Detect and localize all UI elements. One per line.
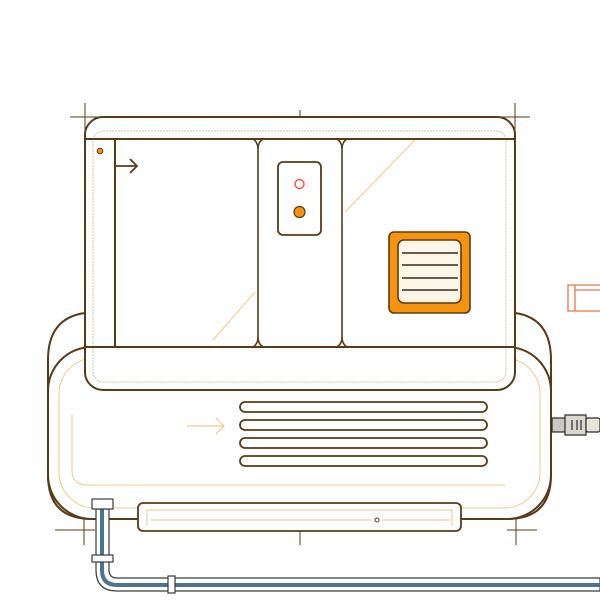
vent-slot bbox=[239, 455, 488, 467]
vent-slot bbox=[239, 437, 488, 449]
construction-guides bbox=[55, 103, 537, 545]
glare-line-right bbox=[344, 139, 416, 213]
pipe-joint bbox=[167, 575, 176, 594]
panel-divider-left bbox=[252, 138, 264, 348]
connector-nut bbox=[564, 414, 587, 436]
crop-mark-bottom-right bbox=[507, 515, 537, 545]
side-tab bbox=[567, 284, 600, 312]
drip-tray bbox=[137, 502, 462, 532]
upper-housing bbox=[84, 116, 516, 391]
connector-ridges bbox=[571, 420, 582, 430]
drain-pipe-core bbox=[100, 509, 600, 587]
grille-lines bbox=[402, 252, 458, 291]
pipe-collar bbox=[91, 554, 114, 563]
airflow-arrow-icon bbox=[187, 417, 225, 435]
connector-body bbox=[551, 417, 567, 433]
drain-pipe bbox=[95, 508, 600, 592]
indicator-dot-small bbox=[96, 147, 104, 155]
drip-tray-guide bbox=[146, 509, 453, 526]
connector-tip bbox=[585, 417, 600, 433]
side-connector bbox=[551, 414, 600, 436]
crop-mark-bottom-left bbox=[55, 515, 95, 545]
crop-mark-top-left bbox=[70, 103, 100, 131]
vent-slot bbox=[239, 401, 488, 413]
vent-slots bbox=[239, 401, 488, 467]
display-grille-inner bbox=[397, 239, 462, 304]
control-panel bbox=[277, 161, 322, 236]
body-inner-guide-2 bbox=[71, 415, 505, 486]
panel-divider-right bbox=[336, 138, 348, 348]
crop-mark-top-right bbox=[500, 103, 530, 131]
drain-plug-icon bbox=[374, 517, 380, 523]
power-indicator-icon[interactable] bbox=[294, 178, 305, 190]
pipe-cap bbox=[91, 498, 114, 510]
arrow-right-icon bbox=[116, 158, 139, 174]
upper-housing-dashed-guide bbox=[92, 130, 507, 383]
glare-line-left bbox=[212, 291, 256, 341]
vent-slot bbox=[239, 419, 488, 431]
status-light-icon bbox=[293, 205, 306, 219]
